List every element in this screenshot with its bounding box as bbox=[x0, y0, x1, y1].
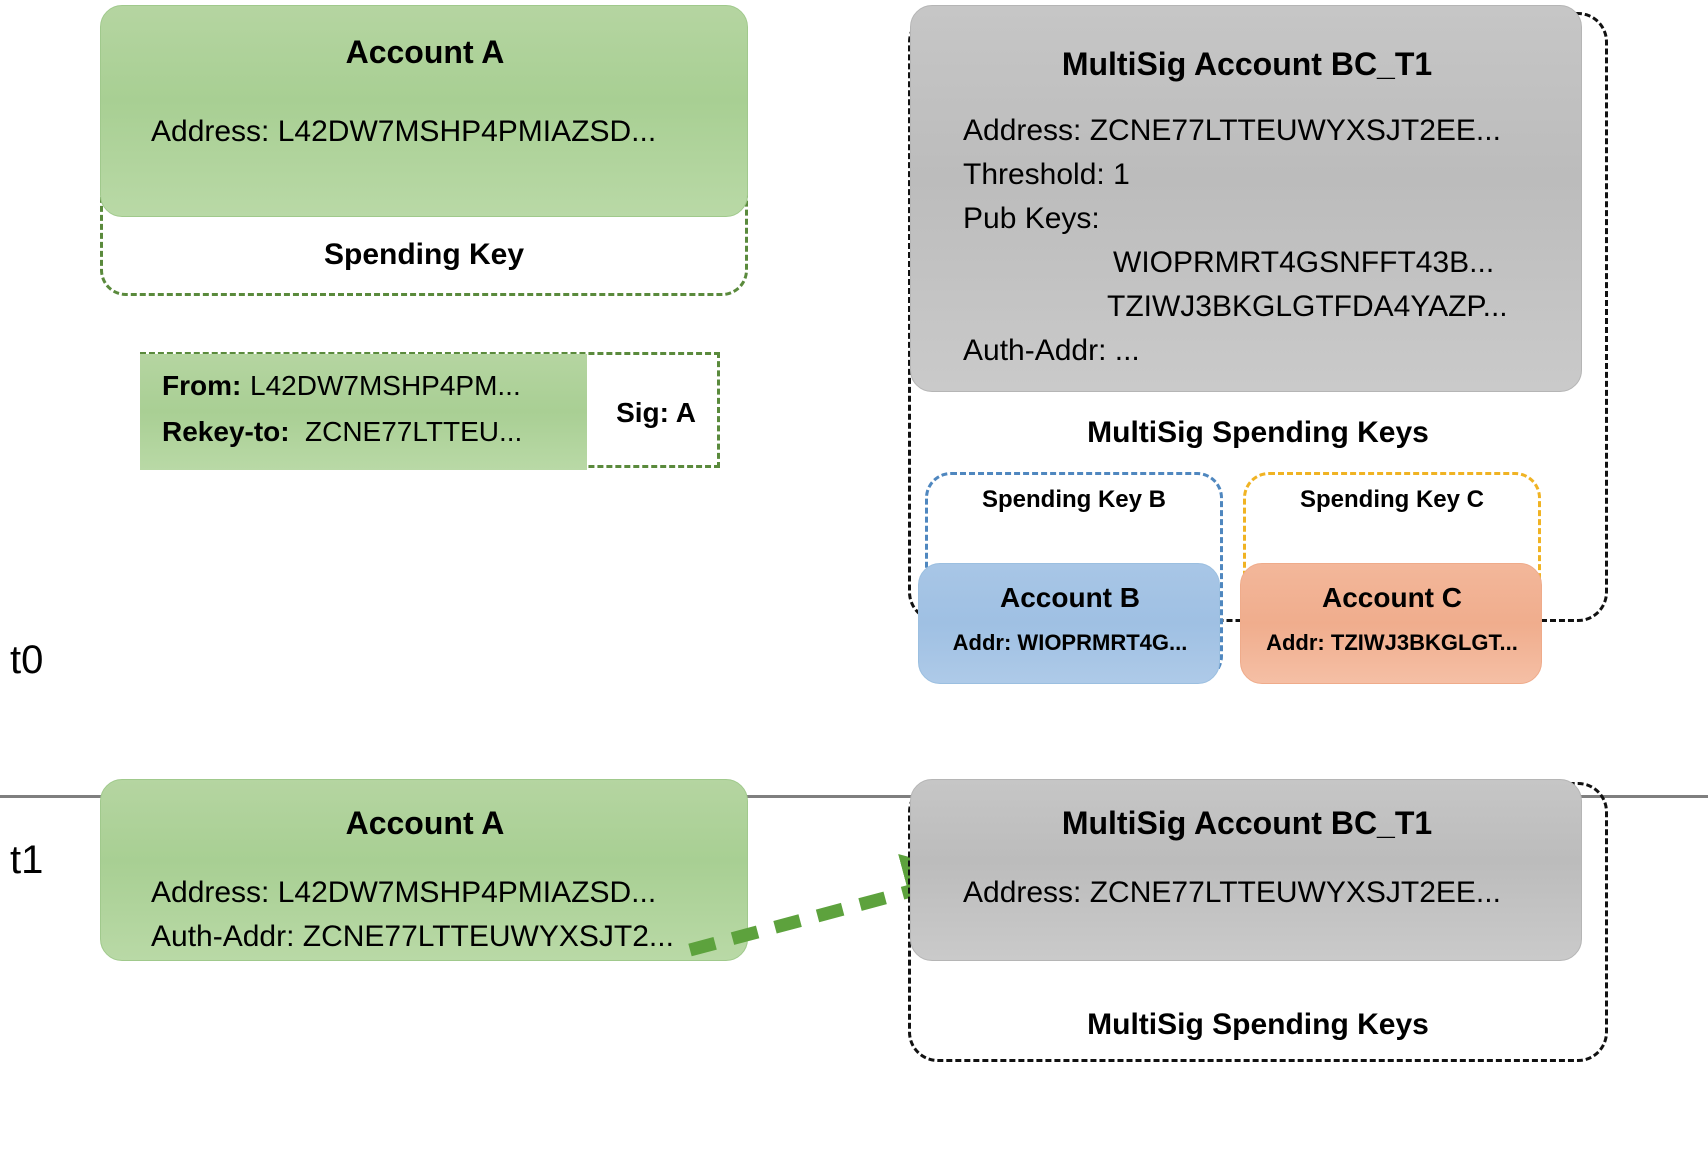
timeline-divider bbox=[0, 795, 1708, 798]
transaction-body-t0: From: L42DW7MSHP4PM... Rekey-to: ZCNE77L… bbox=[140, 354, 587, 470]
account-c-card-t0: Account C Addr: TZIWJ3BKGLGT... bbox=[1240, 563, 1542, 684]
multisig-pubkey-1-t0: WIOPRMRT4GSNFFT43B... bbox=[1113, 246, 1495, 279]
multisig-account-title-t0: MultiSig Account BC_T1 bbox=[1061, 46, 1433, 82]
transaction-rekey-value-t0: ZCNE77LTTEU... bbox=[305, 416, 523, 447]
rekey-arrow-t1 bbox=[688, 854, 974, 957]
account-a-address-t0: Address: L42DW7MSHP4PMIAZSD... bbox=[151, 115, 657, 148]
account-a-card-t1: Account A Address: L42DW7MSHP4PMIAZSD...… bbox=[100, 779, 748, 961]
account-a-card-t0: Account A Address: L42DW7MSHP4PMIAZSD... bbox=[100, 5, 748, 217]
spending-key-b-label-t0: Spending Key B bbox=[981, 486, 1167, 513]
account-c-address-t0: Addr: TZIWJ3BKGLGT... bbox=[1266, 630, 1518, 655]
multisig-account-title-t1: MultiSig Account BC_T1 bbox=[1061, 805, 1433, 841]
multisig-address-t0: Address: ZCNE77LTTEUWYXSJT2EE... bbox=[963, 114, 1501, 147]
multisig-threshold-t0: Threshold: 1 bbox=[963, 158, 1130, 191]
account-b-title-t0: Account B bbox=[1000, 582, 1140, 613]
multisig-address-t1: Address: ZCNE77LTTEUWYXSJT2EE... bbox=[963, 876, 1501, 909]
account-a-address-t1: Address: L42DW7MSHP4PMIAZSD... bbox=[151, 876, 657, 909]
timeline-label-t0: t0 bbox=[10, 638, 44, 682]
transaction-from-label-t0: From: bbox=[162, 370, 242, 401]
transaction-signature-label-t0: Sig: A bbox=[616, 397, 696, 428]
multisig-spending-keys-label-t0: MultiSig Spending Keys bbox=[1087, 416, 1429, 449]
multisig-spending-keys-label-t1: MultiSig Spending Keys bbox=[1087, 1008, 1429, 1041]
account-c-title-t0: Account C bbox=[1322, 582, 1462, 613]
spending-key-c-label-t0: Spending Key C bbox=[1299, 486, 1485, 513]
account-b-card-t0: Account B Addr: WIOPRMRT4G... bbox=[918, 563, 1220, 684]
multisig-pubkeys-label-t0: Pub Keys: bbox=[963, 202, 1100, 235]
account-b-address-t0: Addr: WIOPRMRT4G... bbox=[952, 630, 1188, 655]
timeline-label-t1: t1 bbox=[10, 838, 44, 882]
transaction-rekey-label-t0: Rekey-to: bbox=[162, 416, 290, 447]
account-a-auth-addr-t1: Auth-Addr: ZCNE77LTTEUWYXSJT2... bbox=[151, 920, 674, 953]
transaction-from-value-t0: L42DW7MSHP4PM... bbox=[250, 370, 521, 401]
account-a-title-t0: Account A bbox=[345, 34, 505, 70]
multisig-account-card-t1: MultiSig Account BC_T1 Address: ZCNE77LT… bbox=[910, 779, 1582, 961]
multisig-pubkey-2-t0: TZIWJ3BKGLGTFDA4YAZP... bbox=[1107, 290, 1508, 323]
account-a-title-t1: Account A bbox=[345, 805, 505, 841]
account-a-spending-key-label-t0: Spending Key bbox=[323, 238, 525, 271]
multisig-auth-addr-t0: Auth-Addr: ... bbox=[963, 334, 1140, 367]
multisig-account-card-t0: MultiSig Account BC_T1 Address: ZCNE77LT… bbox=[910, 5, 1582, 392]
